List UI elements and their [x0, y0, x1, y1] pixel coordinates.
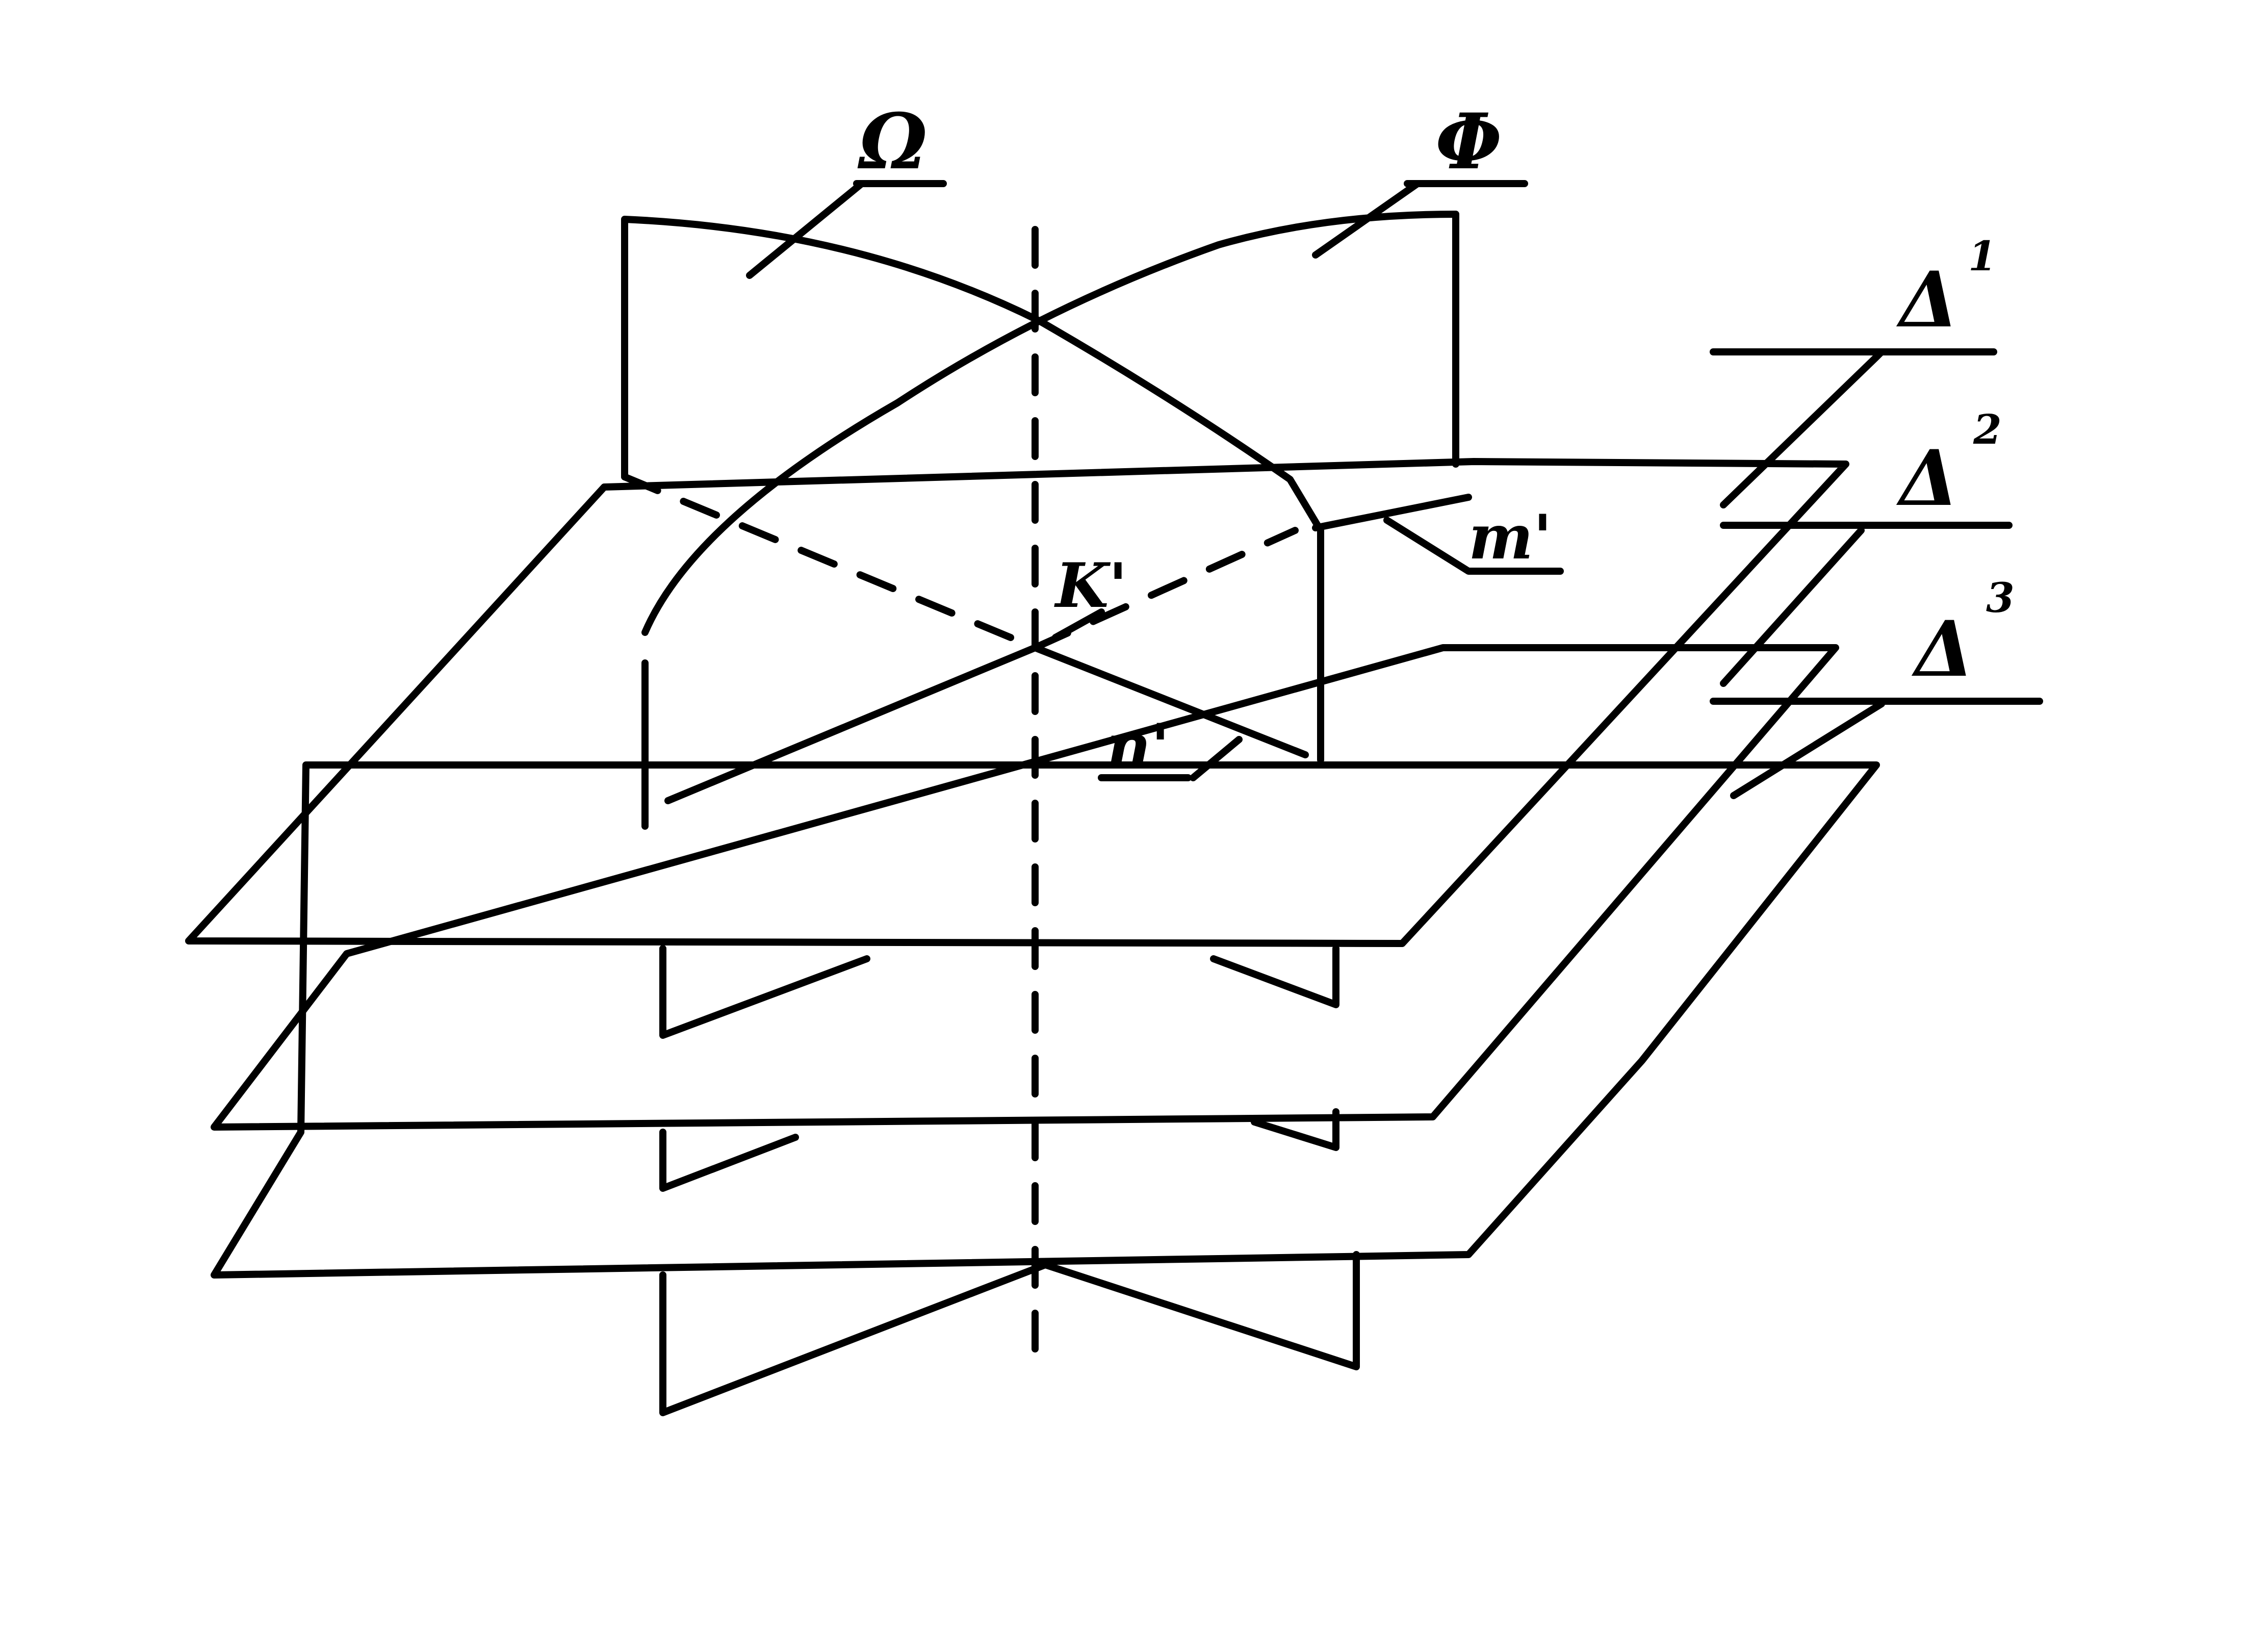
plane-delta2 — [211, 644, 1839, 1131]
leader-phi — [1312, 180, 1528, 259]
leader-delta2 — [1720, 522, 2013, 687]
label-phi: Φ — [1435, 97, 1502, 187]
label-m: m' — [1468, 501, 1552, 573]
leader-omega — [746, 180, 947, 279]
plane-fragment-2 — [659, 1108, 1339, 1192]
line-n-solid — [1032, 644, 1309, 758]
leader-n — [1098, 736, 1243, 781]
line-m-hidden — [621, 473, 1039, 651]
label-omega: Ω — [857, 97, 927, 187]
label-delta2-sup: 2 — [1973, 405, 2002, 453]
label-delta1: Δ — [1896, 255, 1958, 345]
label-delta1-sup: 1 — [1968, 232, 1997, 280]
plane-delta1 — [185, 458, 1849, 947]
label-delta2: Δ — [1896, 433, 1958, 523]
label-n: n' — [1106, 710, 1170, 782]
leader-m — [1383, 517, 1564, 575]
label-delta3-sup: 3 — [1986, 574, 2015, 622]
leader-k — [1052, 608, 1105, 641]
label-k: K' — [1054, 550, 1127, 622]
leader-delta3 — [1710, 698, 2043, 799]
plane-fragment-1 — [659, 945, 1339, 1039]
label-delta3: Δ — [1911, 604, 1974, 694]
plane-omega-upper — [621, 216, 1324, 763]
leader-delta1 — [1710, 348, 1997, 508]
line-phi-trace-solid — [664, 644, 1039, 804]
plane-fragment-3 — [659, 1251, 1360, 1416]
plane-delta3 — [211, 761, 1880, 1279]
plane-phi-upper — [641, 211, 1459, 830]
line-n-hidden — [1032, 527, 1299, 651]
line-m-solid — [1312, 494, 1472, 531]
